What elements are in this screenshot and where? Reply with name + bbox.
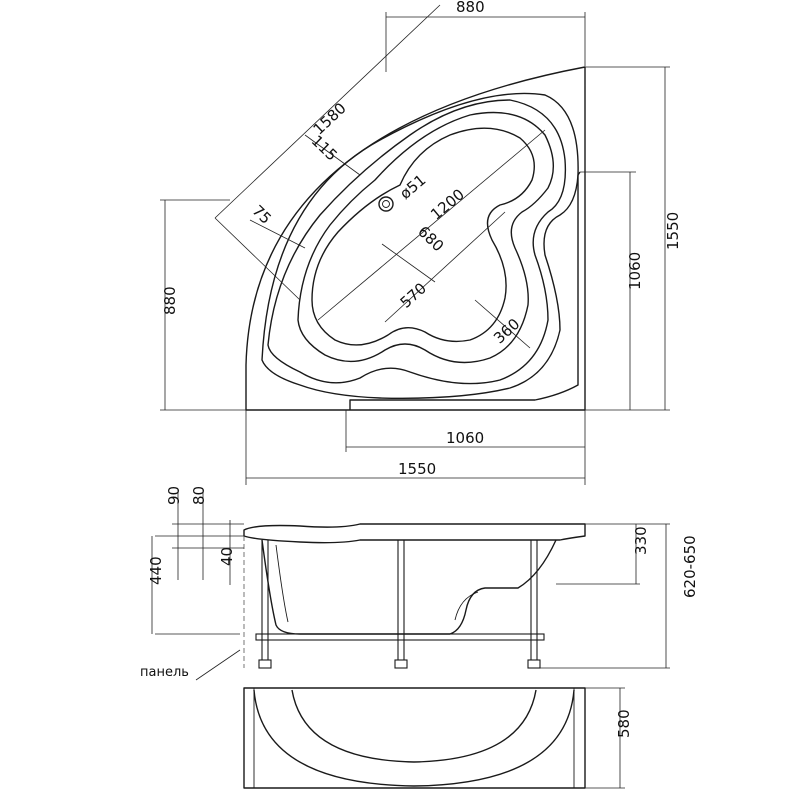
foot-3 xyxy=(527,659,541,669)
drain-hole-inner xyxy=(382,200,390,208)
frame-bar xyxy=(255,633,545,641)
panel-view: 580 xyxy=(243,687,633,789)
plan-bowl-lip xyxy=(267,99,567,385)
dim-620-650: 620-650 xyxy=(681,535,699,598)
dim-1580: 1580 xyxy=(310,99,350,138)
dim-drain-51: ø51 xyxy=(396,171,429,203)
dim-1550-bottom: 1550 xyxy=(398,460,436,478)
plan-right-return xyxy=(349,171,581,410)
plan-bowl-bottom xyxy=(311,127,535,346)
dim-90: 90 xyxy=(165,486,183,505)
dim-360: 360 xyxy=(490,315,523,348)
plan-bowl-inner xyxy=(297,111,554,364)
dim-1200: 1200 xyxy=(427,185,468,223)
front-panel xyxy=(243,687,586,789)
panel-arc-inner xyxy=(291,689,537,763)
side-dimensions xyxy=(151,490,670,681)
dim-440: 440 xyxy=(147,556,165,585)
side-body-inner xyxy=(275,544,289,623)
dim-880-left: 880 xyxy=(161,286,179,315)
foot-2 xyxy=(394,659,408,669)
plan-rim-contour xyxy=(261,92,579,399)
dim-680: 680 xyxy=(414,222,447,255)
drain-hole xyxy=(378,196,394,212)
side-rim xyxy=(243,523,586,544)
dim-1550-right: 1550 xyxy=(664,212,682,250)
panel-label: панель xyxy=(140,665,189,680)
dim-330: 330 xyxy=(632,526,650,555)
dim-880-top: 880 xyxy=(456,0,485,16)
plan-dimensions xyxy=(160,4,670,485)
dim-75: 75 xyxy=(249,202,275,228)
side-body xyxy=(261,539,557,635)
side-seat xyxy=(454,591,479,621)
dim-40: 40 xyxy=(218,547,236,566)
panel-arc-outer xyxy=(253,689,575,787)
dim-1060-right: 1060 xyxy=(626,252,644,290)
foot-1 xyxy=(258,659,272,669)
plan-view: 880 1580 115 ø51 1200 75 680 570 360 880… xyxy=(160,0,682,485)
side-view: 90 80 40 440 330 620-650 панель xyxy=(140,486,699,681)
dim-580: 580 xyxy=(615,709,633,738)
dim-1060-bottom: 1060 xyxy=(446,429,484,447)
dim-115: 115 xyxy=(308,132,341,165)
dim-80: 80 xyxy=(190,486,208,505)
